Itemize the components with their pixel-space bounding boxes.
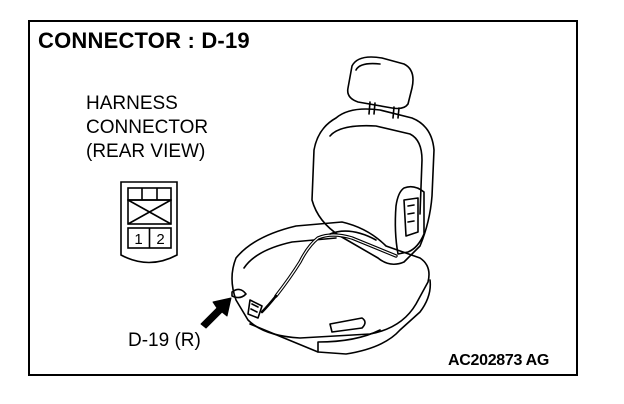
harness-caption-line-2: CONNECTOR <box>86 117 209 138</box>
connector-pin-1: 1 <box>134 231 142 248</box>
seat-illustration <box>231 56 435 355</box>
harness-caption-line-1: HARNESS <box>86 93 178 114</box>
connector-location-label: D-19 (R) <box>128 330 201 351</box>
connector-location-arrow <box>200 297 232 329</box>
connector-face-diagram <box>120 181 178 264</box>
connector-pin-2: 2 <box>156 231 164 248</box>
harness-caption-line-3: (REAR VIEW) <box>86 141 206 162</box>
diagram-title: CONNECTOR : D-19 <box>38 28 250 53</box>
figure-code: AC202873 AG <box>448 352 550 369</box>
harness-connector-caption: HARNESS CONNECTOR (REAR VIEW) <box>86 92 208 164</box>
diagram-frame <box>28 20 578 376</box>
